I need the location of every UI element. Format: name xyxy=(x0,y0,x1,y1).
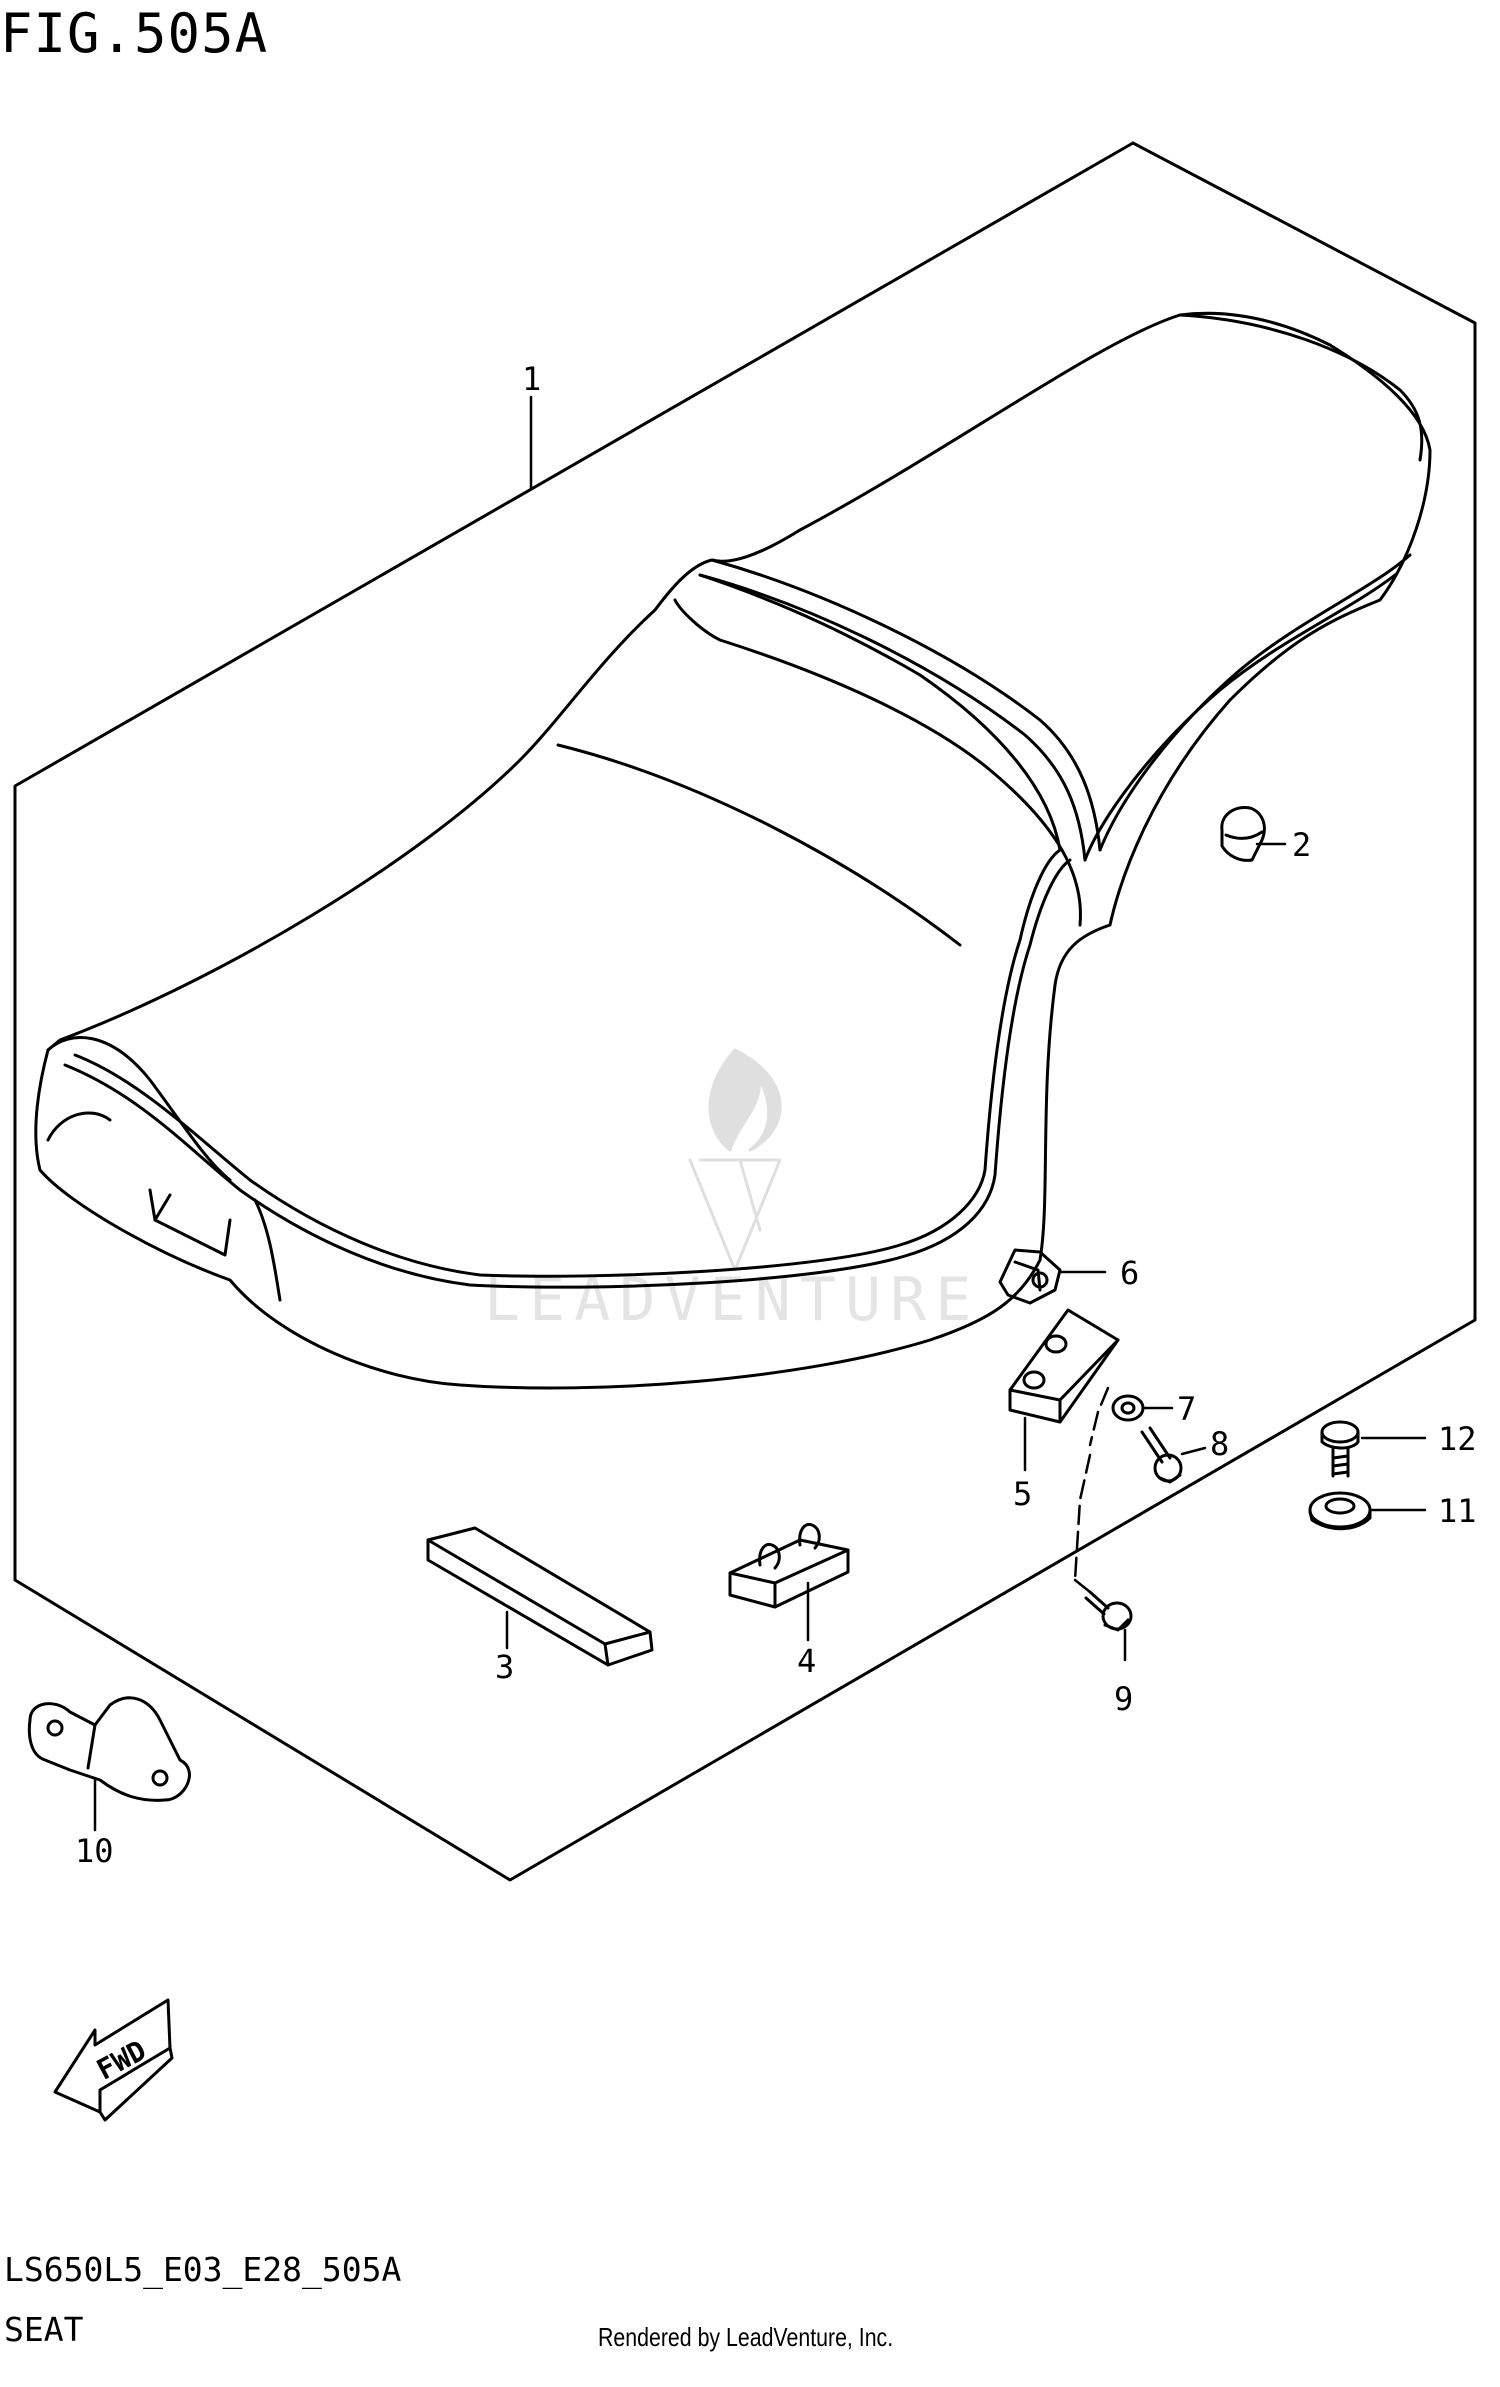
callout-8: 8 xyxy=(1210,1425,1229,1463)
callout-4: 4 xyxy=(797,1642,816,1680)
pad-part-3 xyxy=(426,1526,654,1667)
callout-3: 3 xyxy=(495,1648,514,1686)
cushion-part-4 xyxy=(728,1522,850,1609)
callout-2: 2 xyxy=(1292,826,1311,864)
section-name: SEAT xyxy=(4,2310,84,2349)
bolt-part-9 xyxy=(1084,1590,1133,1632)
callout-7: 7 xyxy=(1177,1390,1196,1428)
bracket-part-5 xyxy=(1008,1308,1120,1424)
fwd-arrow-icon: FWD xyxy=(53,1998,174,2122)
callout-10: 10 xyxy=(75,1832,114,1870)
washer-part-11 xyxy=(1308,1491,1372,1531)
render-credit: Rendered by LeadVenture, Inc. xyxy=(598,2322,894,2352)
bolt-part-12 xyxy=(1320,1420,1360,1478)
watermark-logo xyxy=(688,1048,782,1272)
figure-title: FIG.505A xyxy=(0,2,269,65)
washer-part-7 xyxy=(1111,1394,1145,1422)
callout-5: 5 xyxy=(1013,1475,1032,1513)
callout-labels: 1 2 3 4 5 6 7 8 9 10 11 12 xyxy=(75,360,1477,1870)
callout-12: 12 xyxy=(1438,1420,1477,1458)
callout-6: 6 xyxy=(1120,1254,1139,1292)
seat-drawing xyxy=(34,311,1432,1390)
callout-11: 11 xyxy=(1438,1492,1477,1530)
cushion-part-2 xyxy=(1220,805,1266,862)
nut-part-6 xyxy=(998,1248,1062,1305)
callout-1: 1 xyxy=(522,360,541,398)
callout-9: 9 xyxy=(1114,1680,1133,1718)
diagram-code: LS650L5_E03_E28_505A xyxy=(4,2250,402,2289)
parts-box-outline xyxy=(13,141,1477,1882)
callout-leaders xyxy=(93,395,1427,1832)
bolt-part-8 xyxy=(1140,1426,1183,1484)
bracket-part-10 xyxy=(27,1696,191,1802)
